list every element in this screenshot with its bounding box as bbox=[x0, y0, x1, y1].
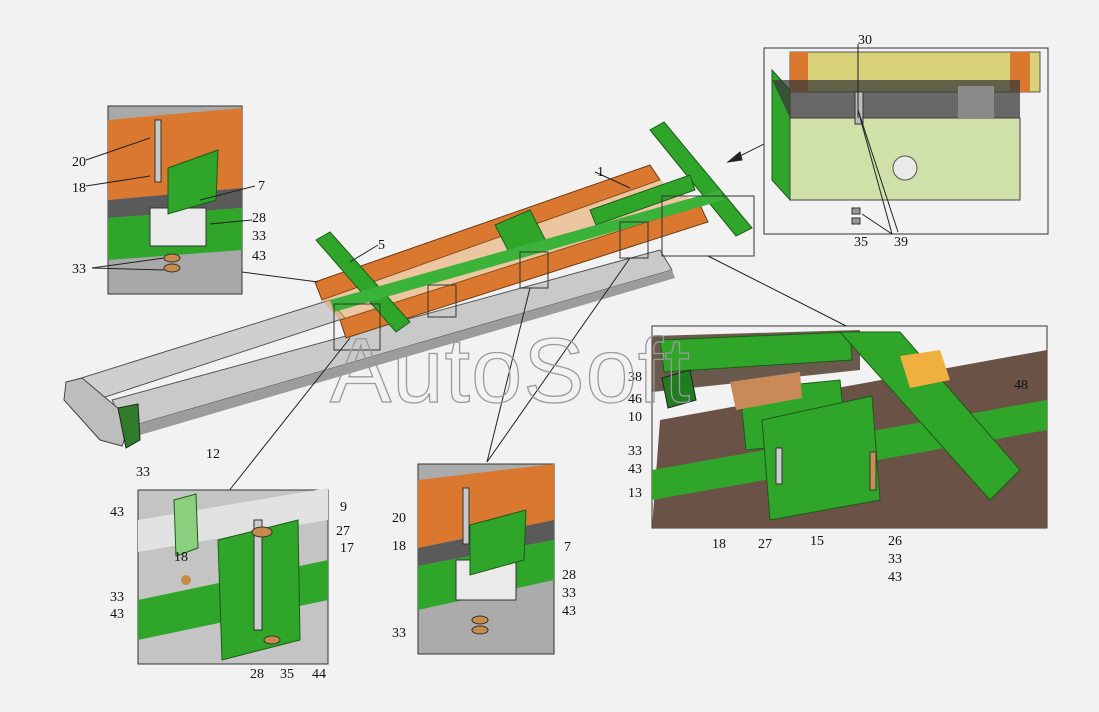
callout-35: 35 bbox=[280, 667, 294, 682]
callout-10: 10 bbox=[628, 410, 642, 425]
inset-top-right bbox=[763, 44, 1049, 235]
callout-13: 13 bbox=[628, 486, 642, 501]
callout-20: 20 bbox=[392, 511, 406, 526]
callout-12: 12 bbox=[206, 447, 220, 462]
callout-43b: 43 bbox=[110, 607, 124, 622]
callout-1: 1 bbox=[597, 165, 604, 180]
inset-bottom-right bbox=[651, 325, 1048, 529]
callout-33b: 33 bbox=[392, 626, 406, 641]
callout-48: 48 bbox=[1014, 378, 1028, 393]
callout-46: 46 bbox=[628, 392, 642, 407]
callout-20: 20 bbox=[72, 155, 86, 170]
inset-top-left bbox=[85, 105, 256, 295]
callout-43b: 43 bbox=[888, 570, 902, 585]
callout-9: 9 bbox=[340, 500, 347, 515]
leader-lines bbox=[227, 143, 861, 493]
callout-33: 33 bbox=[628, 444, 642, 459]
callout-43: 43 bbox=[628, 462, 642, 477]
front-crossmember bbox=[63, 377, 133, 447]
callout-43: 43 bbox=[110, 505, 124, 520]
watermark: AutoSoft bbox=[330, 320, 691, 422]
callout-7: 7 bbox=[258, 179, 265, 194]
callout-18: 18 bbox=[712, 537, 726, 552]
callout-33: 33 bbox=[562, 586, 576, 601]
callout-30: 30 bbox=[858, 33, 872, 48]
callout-33: 33 bbox=[136, 465, 150, 480]
inset-bottom-middle bbox=[417, 463, 555, 655]
diagonal-brace bbox=[589, 174, 696, 226]
callout-26: 26 bbox=[888, 534, 902, 549]
callout-18: 18 bbox=[392, 539, 406, 554]
callout-15: 15 bbox=[810, 534, 824, 549]
detail-box-front bbox=[427, 284, 457, 318]
callout-7: 7 bbox=[564, 540, 571, 555]
callout-33b: 33 bbox=[888, 552, 902, 567]
detail-box-end bbox=[661, 195, 755, 257]
detail-box-left bbox=[333, 303, 381, 351]
callout-27: 27 bbox=[336, 524, 350, 539]
callout-5: 5 bbox=[378, 238, 385, 253]
green-side-strip bbox=[330, 190, 724, 312]
callout-43: 43 bbox=[252, 249, 266, 264]
callout-18: 18 bbox=[174, 550, 188, 565]
callout-44: 44 bbox=[312, 667, 326, 682]
callout-39: 39 bbox=[894, 235, 908, 250]
callout-28: 28 bbox=[252, 211, 266, 226]
callout-28: 28 bbox=[562, 568, 576, 583]
callout-43: 43 bbox=[562, 604, 576, 619]
front-hook bbox=[117, 403, 141, 449]
main-frame-assembly bbox=[63, 121, 755, 449]
callout-27: 27 bbox=[758, 537, 772, 552]
callout-35: 35 bbox=[854, 235, 868, 250]
callout-28: 28 bbox=[250, 667, 264, 682]
callout-38: 38 bbox=[628, 370, 642, 385]
callout-17: 17 bbox=[340, 541, 354, 556]
callout-18: 18 bbox=[72, 181, 86, 196]
detail-box-rear bbox=[619, 221, 649, 259]
detail-box-mid bbox=[519, 251, 549, 289]
rail-lower-flange bbox=[125, 270, 675, 438]
callout-33b: 33 bbox=[72, 262, 86, 277]
inset-bottom-left bbox=[137, 488, 329, 665]
callout-33: 33 bbox=[252, 229, 266, 244]
callout-33b: 33 bbox=[110, 590, 124, 605]
